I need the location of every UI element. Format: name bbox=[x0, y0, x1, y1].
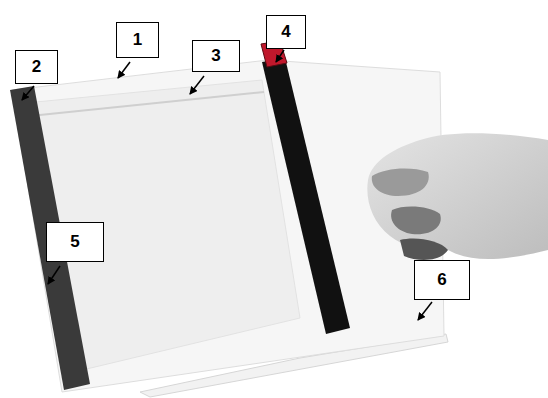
callout-number: 6 bbox=[414, 260, 470, 300]
callout-number: 4 bbox=[266, 15, 306, 49]
fold-line bbox=[30, 92, 264, 116]
callout-number: 5 bbox=[46, 222, 104, 262]
finger bbox=[400, 238, 448, 259]
binding-bar bbox=[262, 58, 350, 334]
hand bbox=[367, 133, 548, 259]
finger bbox=[391, 207, 441, 235]
leader-arrow bbox=[118, 62, 130, 78]
leader-arrow bbox=[418, 302, 432, 320]
leader-arrow bbox=[48, 266, 60, 284]
callout-number: 2 bbox=[15, 50, 58, 84]
callout-number: 1 bbox=[116, 22, 159, 58]
leader-arrow bbox=[190, 76, 204, 94]
callout-number: 3 bbox=[192, 40, 240, 72]
thumb bbox=[372, 169, 429, 196]
leader-arrow bbox=[22, 86, 34, 100]
leader-arrow bbox=[276, 50, 284, 62]
